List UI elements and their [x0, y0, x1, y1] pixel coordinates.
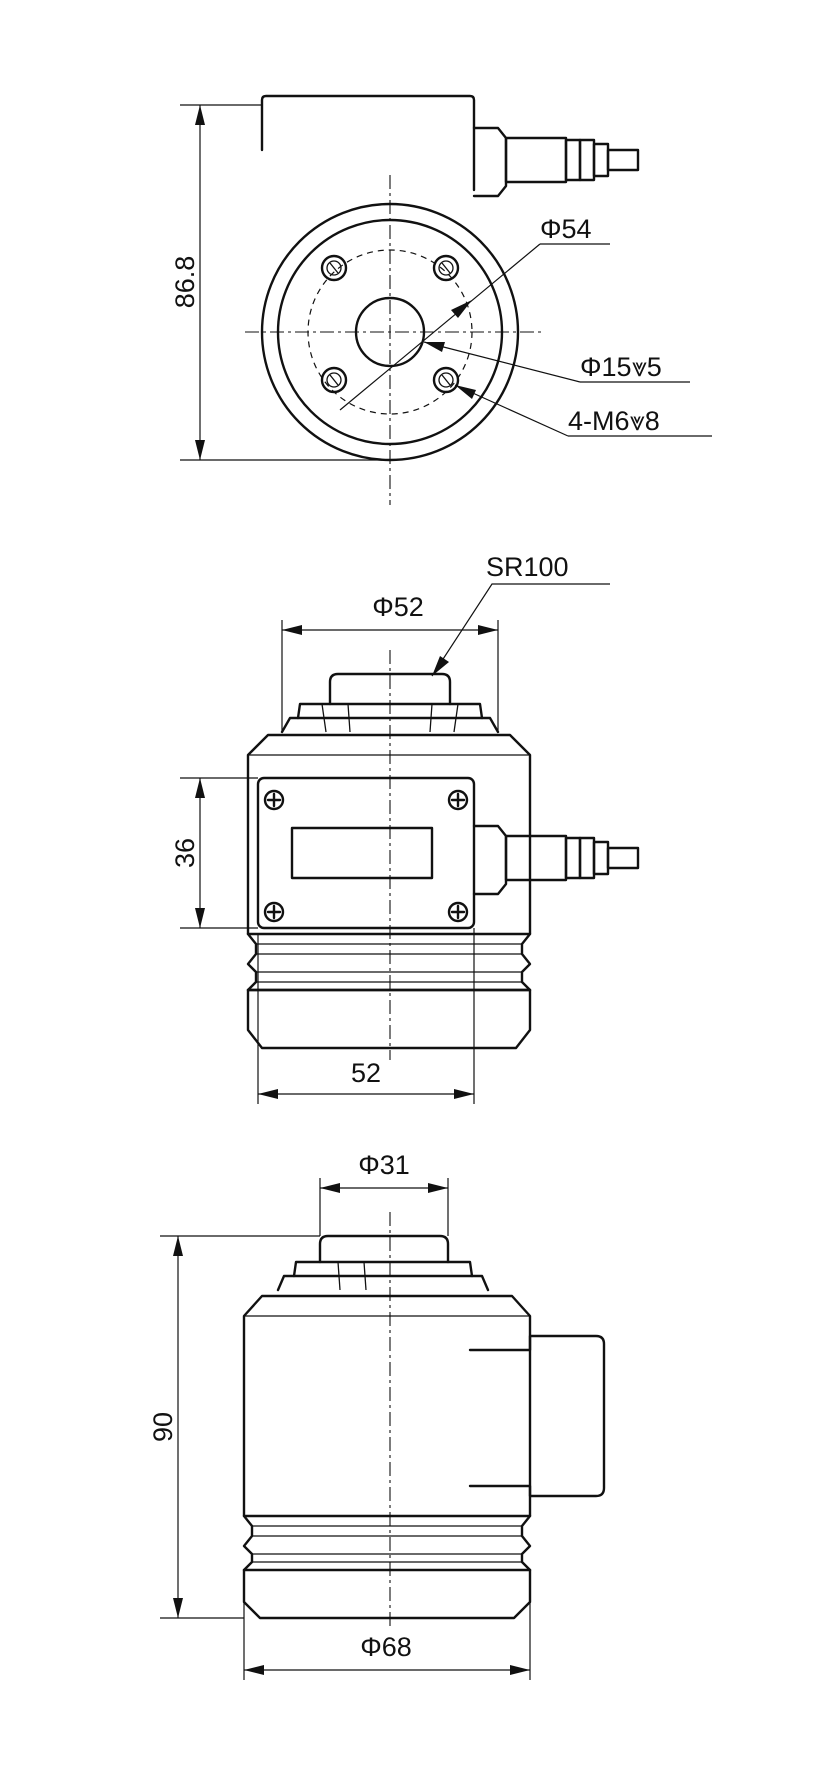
height-dim-label: 86.8 — [170, 256, 200, 309]
center-hole-label: Φ15⩔5 — [580, 352, 662, 382]
side-view: Φ31 90 Φ68 — [148, 1150, 606, 1680]
bolt-circle-dia-label: Φ54 — [540, 214, 592, 244]
total-height-label: 90 — [148, 1412, 178, 1442]
front-cable-connector — [472, 824, 640, 896]
body-width-label: 52 — [351, 1058, 381, 1088]
label-plate — [256, 776, 476, 930]
label-plate-height-label: 36 — [170, 838, 200, 868]
button-dia-label: Φ52 — [372, 592, 424, 622]
front-view: SR100 Φ52 36 52 — [170, 552, 640, 1104]
base-dia-label: Φ68 — [360, 1632, 412, 1662]
screw-icon — [263, 789, 469, 923]
side-junction-box — [468, 1334, 606, 1498]
side-button-dia-label: Φ31 — [358, 1150, 410, 1180]
top-view: 86.8 Φ54 Φ15⩔5 4-M6⩔8 — [170, 94, 712, 505]
tapped-holes-label: 4-M6⩔8 — [568, 406, 660, 436]
top-cable-connector — [472, 126, 640, 198]
radius-label: SR100 — [486, 552, 569, 582]
